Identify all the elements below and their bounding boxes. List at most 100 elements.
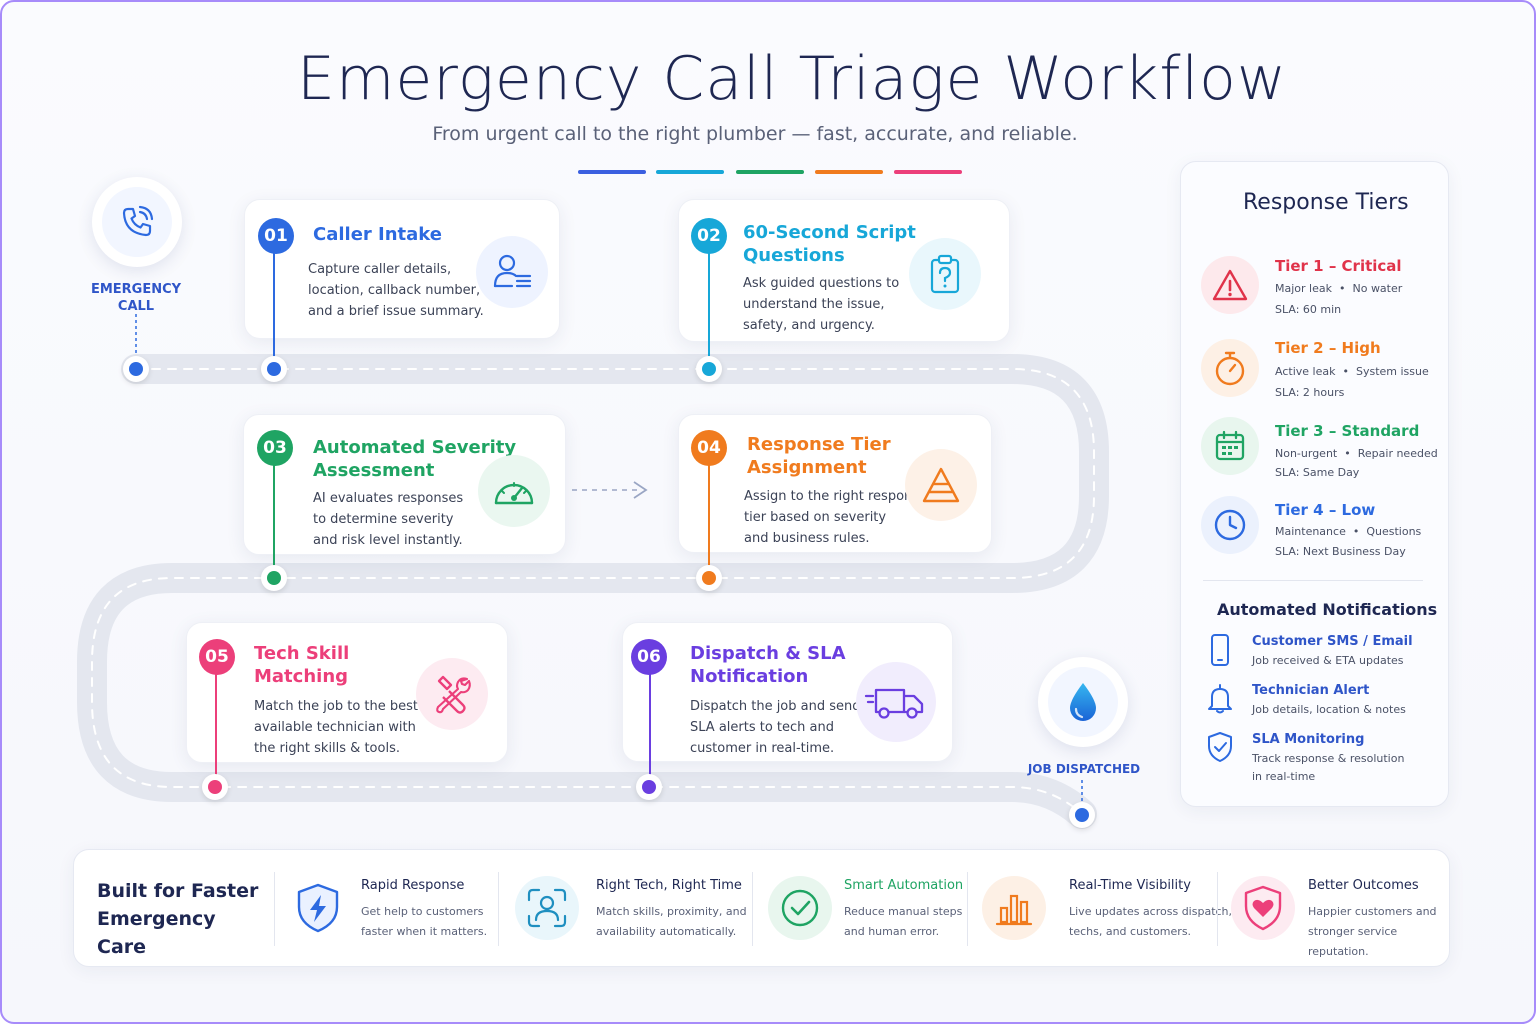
step-card-tier-assignment: 04 Response Tier Assignment Assign to th… [678,414,992,553]
pyramid-icon [922,467,960,503]
step-connector [708,253,710,357]
step-number-badge: 06 [631,639,667,675]
feature-icon-bubble [982,876,1046,940]
step-dot-02 [696,356,722,382]
feature-desc: Get help to customers faster when it mat… [361,905,488,938]
emergency-call-label: EMERGENCY CALL [90,282,182,314]
calendar-icon [1215,430,1245,461]
feature-name: Right Tech, Right Time [596,878,742,893]
tier-name: Tier 4 – Low [1275,501,1376,519]
notification-desc: Track response & resolution in real-time [1252,752,1405,783]
accent-bar-cyan [656,170,724,174]
step-description: Match the job to the best available tech… [254,699,418,756]
step-connector [649,674,651,775]
features-separator [967,872,968,946]
step-dot-03 [261,565,287,591]
step-number-badge: 05 [199,639,235,675]
notification-name: Customer SMS / Email [1252,634,1413,649]
feature-desc: Reduce manual steps and human error. [844,905,963,938]
notifications-title: Automated Notifications [1217,600,1438,619]
clock-icon [1214,509,1246,541]
step-connector [273,253,275,357]
feature-icon-bubble [1231,876,1295,940]
step-dot-05 [202,774,228,800]
notification-name: SLA Monitoring [1252,732,1365,747]
step-description: AI evaluates responses to determine seve… [313,491,464,548]
phone-ringing-icon [122,205,154,237]
shield-bolt-icon [297,883,339,933]
step-icon-bubble [905,449,977,521]
step-card-severity-assessment: 03 Automated Severity Assessment AI eval… [243,414,566,555]
road-end-dot [1069,802,1095,828]
tier-tags: Maintenance • Questions [1275,525,1422,538]
feature-icon-bubble [515,876,579,940]
step-icon-bubble [478,455,550,527]
notification-icon [1205,633,1235,667]
water-drop-icon [1070,683,1096,721]
feature-desc: Live updates across dispatch, techs, and… [1069,905,1233,938]
feature-name: Real-Time Visibility [1069,878,1191,893]
stopwatch-icon [1215,351,1245,386]
tier-icon-bubble [1201,339,1259,397]
step-dot-06 [636,774,662,800]
user-target-icon [527,888,567,928]
tier-tags: Major leak • No water [1275,282,1403,295]
accent-bar-pink [894,170,962,174]
step-number-badge: 01 [258,218,294,254]
bell-icon [1208,684,1232,714]
check-circle-icon [781,889,819,927]
features-bar: Built for Faster Emergency Care Rapid Re… [73,849,1450,967]
tier-name: Tier 3 – Standard [1275,422,1420,440]
step-card-skill-matching: 05 Tech Skill Matching Match the job to … [186,622,508,763]
tier-icon-bubble [1201,256,1259,314]
step-title: Response Tier Assignment [747,434,891,478]
road-start-dot [123,356,149,382]
job-dispatched-label: JOB DISPATCHED [1027,762,1141,776]
tier-sla: SLA: 60 min [1275,303,1342,316]
response-tiers-panel: Response Tiers Tier 1 – Critical Major l… [1180,161,1449,807]
tier-tags: Non-urgent • Repair needed [1275,447,1438,460]
features-separator [752,872,753,946]
feature-icon-bubble [286,876,350,940]
tier-name: Tier 2 – High [1275,339,1381,357]
panel-divider [1203,580,1423,581]
step-dot-04 [696,565,722,591]
step-card-caller-intake: 01 Caller Intake Capture caller details,… [244,199,560,339]
tier-name: Tier 1 – Critical [1275,257,1402,275]
step-icon-bubble [416,658,488,730]
emergency-call-endpoint [92,177,182,267]
step-card-dispatch-notification: 06 Dispatch & SLA Notification Dispatch … [622,622,953,762]
clipboard-question-icon [930,254,960,294]
accent-bar-orange [815,170,883,174]
step-description: Capture caller details, location, callba… [308,262,484,319]
user-list-icon [493,254,532,288]
shield-check-icon [1208,732,1232,762]
step-icon-bubble [856,662,936,742]
step-connector [708,465,710,566]
accent-bar-green [736,170,804,174]
step-connector [273,465,275,566]
page-title: Emergency Call Triage Workflow [297,44,1287,114]
shield-heart-icon [1244,885,1282,931]
truck-icon [864,688,924,719]
step-number-badge: 04 [691,430,727,466]
step-description: Assign to the right response tier based … [744,489,928,546]
notification-icon [1205,682,1235,716]
tier-sla: SLA: Same Day [1275,466,1360,479]
job-dispatched-endpoint [1038,657,1128,747]
tier-icon-bubble [1201,417,1259,475]
step-number-badge: 03 [257,430,293,466]
feature-name: Smart Automation [844,878,964,893]
features-separator [1217,872,1218,946]
step-title: 60-Second Script Questions [743,222,916,266]
tier-sla: SLA: 2 hours [1275,386,1345,399]
wrench-icon [436,675,471,714]
feature-desc: Happier customers and stronger service r… [1308,905,1437,958]
step-description: Ask guided questions to understand the i… [743,276,900,333]
feature-icon-bubble [768,876,832,940]
step-icon-bubble [476,236,548,308]
step-description: Dispatch the job and send SLA alerts to … [690,699,861,756]
feature-name: Rapid Response [361,878,465,893]
notification-desc: Job details, location & notes [1252,703,1406,716]
